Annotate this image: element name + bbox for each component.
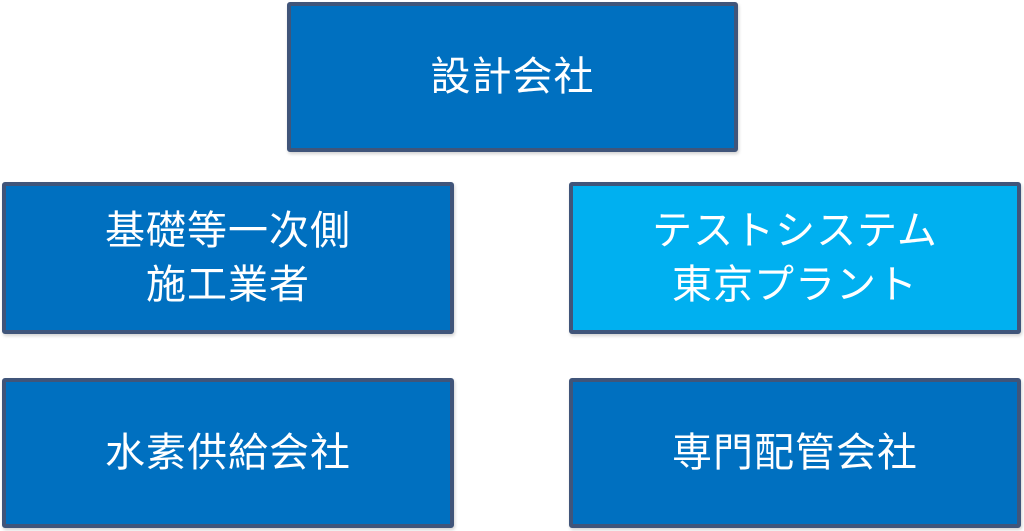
box-hydrogen-supplier: 水素供給会社 [2, 378, 454, 528]
box-label: 水素供給会社 [105, 430, 351, 476]
box-label-line-2: 東京プラント [672, 262, 918, 308]
box-label: 専門配管会社 [672, 430, 918, 476]
box-label-line-2: 施工業者 [146, 262, 310, 308]
box-label: 設計会社 [430, 54, 595, 100]
box-design-company: 設計会社 [287, 2, 738, 152]
box-piping-company: 専門配管会社 [569, 378, 1021, 528]
box-foundation-contractor: 基礎等一次側 施工業者 [2, 182, 454, 334]
box-label-line-1: テストシステム [652, 208, 938, 254]
box-test-system-tokyo-plant: テストシステム 東京プラント [569, 182, 1021, 334]
box-label-line-1: 基礎等一次側 [105, 208, 351, 254]
